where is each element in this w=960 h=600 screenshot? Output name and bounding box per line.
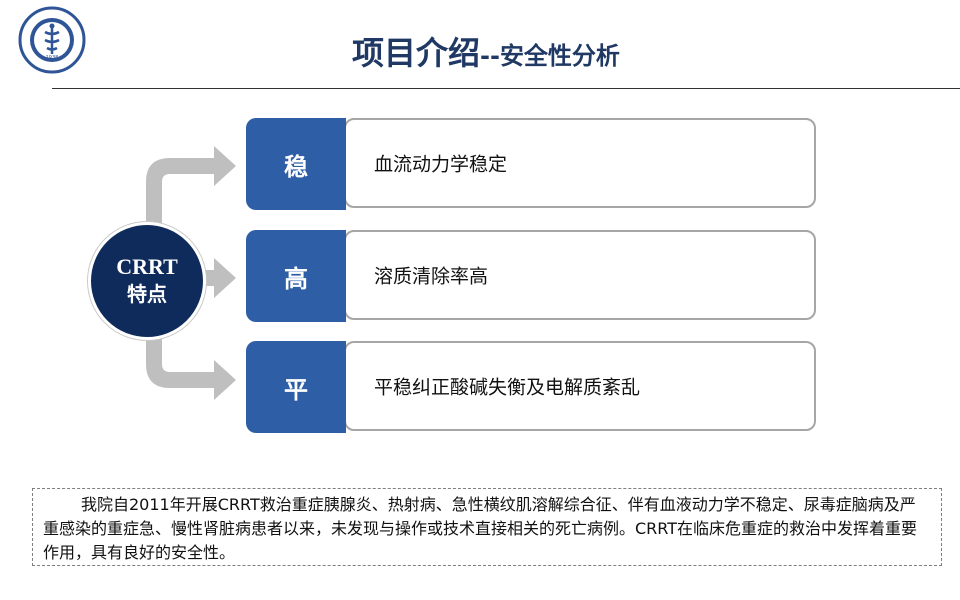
circle-line1: CRRT — [116, 254, 178, 279]
feature-row-3-text: 平稳纠正酸碱失衡及电解质紊乱 — [374, 376, 641, 399]
hospital-logo: 1938 — [18, 6, 86, 74]
feature-row-2-tag: 高 — [246, 230, 346, 322]
feature-row-1: 血流动力学稳定 — [344, 118, 816, 208]
summary-note: 我院自2011年开展CRRT救治重症胰腺炎、热射病、急性横纹肌溶解综合征、伴有血… — [32, 488, 942, 566]
title-main: 项目介绍 — [352, 34, 481, 72]
circle-line2: 特点 — [127, 282, 167, 306]
feature-row-2-text: 溶质清除率高 — [374, 265, 489, 288]
crrt-feature-circle: CRRT 特点 — [88, 222, 206, 340]
feature-row-3: 平稳纠正酸碱失衡及电解质紊乱 — [344, 341, 816, 431]
feature-row-1-tag: 稳 — [246, 118, 346, 210]
header-divider — [52, 88, 960, 89]
arrow-up-branch — [146, 146, 236, 232]
feature-row-3-tag: 平 — [246, 341, 346, 433]
page-title: 项目介绍--安全性分析 — [352, 28, 620, 74]
arrow-middle — [204, 258, 236, 298]
feature-row-1-text: 血流动力学稳定 — [374, 153, 508, 176]
logo-year: 1938 — [46, 55, 59, 61]
feature-row-2: 溶质清除率高 — [344, 230, 816, 320]
title-sub: --安全性分析 — [480, 42, 620, 70]
arrow-down-branch — [146, 330, 236, 400]
